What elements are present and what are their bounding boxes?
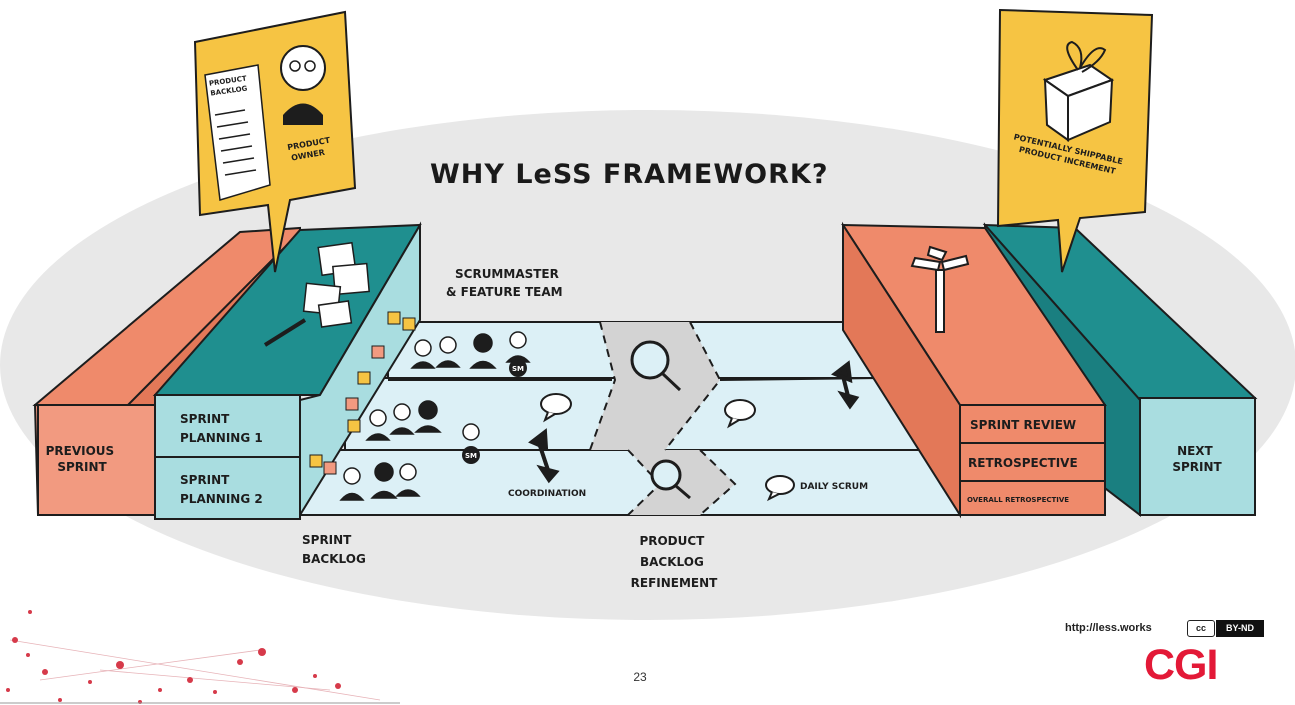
increment-sign <box>996 8 1154 273</box>
scrummaster-team-label: SCRUMMASTER & FEATURE TEAM <box>446 267 563 299</box>
creative-commons-icon: cc <box>1187 620 1215 637</box>
license-notice: http://less.works cc BY-ND <box>1040 620 1290 638</box>
signpost-icon <box>910 245 970 333</box>
slide-number: 23 <box>633 670 647 684</box>
magnifier-icon <box>630 340 682 392</box>
lane-arrow-lines <box>388 377 881 381</box>
person-icon <box>410 339 436 369</box>
refinement-band-top <box>590 322 720 450</box>
product-owner-avatar <box>280 45 326 91</box>
scrummaster-badge: SM <box>462 446 480 464</box>
person-icon <box>370 462 398 499</box>
sprint-planning-2-label: SPRINT PLANNING 2 <box>180 473 263 506</box>
double-arrow-icon <box>830 360 860 410</box>
scrummaster-badge: SM <box>509 359 527 377</box>
person-icon <box>339 467 365 501</box>
daily-scrum-label: DAILY SCRUM <box>800 482 868 492</box>
cgi-logo: CGI <box>1144 641 1218 689</box>
page-title: WHY LeSS FRAMEWORK? <box>430 159 828 190</box>
svg-text:SM: SM <box>512 365 524 373</box>
previous-sprint-label: PREVIOUS SPRINT <box>46 444 119 474</box>
person-icon <box>389 403 415 435</box>
person-icon <box>462 423 480 441</box>
speech-bubble-icon <box>724 399 756 429</box>
gift-box-icon <box>1042 40 1115 142</box>
decorative-network-dots <box>6 610 381 704</box>
sprint-backlog-label: SPRINT BACKLOG <box>302 533 366 566</box>
overall-retrospective-label: OVERALL RETROSPECTIVE <box>967 496 1069 504</box>
person-icon <box>469 333 497 369</box>
person-icon <box>414 400 442 433</box>
sticky-notes <box>309 311 416 475</box>
license-url: http://less.works <box>1065 622 1152 634</box>
sprint-planning-1-label: SPRINT PLANNING 1 <box>180 412 263 445</box>
next-sprint-label: NEXT SPRINT <box>1172 444 1222 474</box>
double-arrow-icon <box>528 428 560 484</box>
sprint-review-label: SPRINT REVIEW <box>970 418 1076 432</box>
team-members <box>339 331 531 501</box>
person-icon <box>395 463 421 497</box>
product-owner-sign <box>193 10 357 273</box>
retrospective-label: RETROSPECTIVE <box>968 456 1078 470</box>
sprint-review-block <box>841 221 1107 519</box>
backlog-refinement-label: PRODUCT BACKLOG REFINEMENT <box>631 534 719 590</box>
speech-bubble-icon <box>765 475 795 502</box>
person-icon <box>435 336 461 368</box>
planning-papers-icon <box>263 241 370 347</box>
license-terms-badge: BY-ND <box>1216 620 1264 637</box>
svg-text:SM: SM <box>465 452 477 460</box>
person-icon <box>365 409 391 441</box>
magnifier-icon <box>650 459 691 500</box>
coordination-label: COORDINATION <box>508 489 586 499</box>
speech-bubble-icon <box>540 393 572 423</box>
